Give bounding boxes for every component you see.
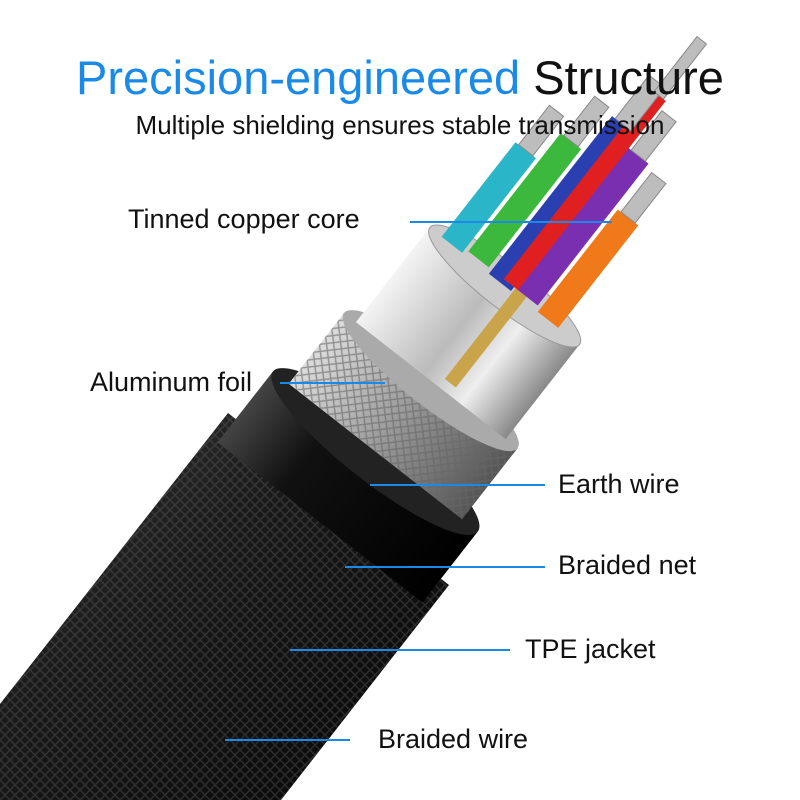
aluminum-foil bbox=[355, 227, 580, 440]
page-title: Precision-engineered Structure bbox=[0, 50, 800, 105]
label-earth-wire: Earth wire bbox=[558, 469, 680, 499]
colored-wires bbox=[441, 89, 666, 328]
label-braided-net: Braided net bbox=[558, 550, 697, 580]
tinned-copper-strands bbox=[517, 35, 708, 224]
leader-lines bbox=[225, 221, 612, 741]
subtitle: Multiple shielding ensures stable transm… bbox=[135, 110, 665, 140]
tpe-jacket bbox=[217, 371, 478, 603]
label-tpe-jacket: TPE jacket bbox=[525, 634, 656, 664]
earth-wire bbox=[444, 288, 527, 388]
title-accent: Precision-engineered bbox=[76, 51, 521, 104]
label-aluminum-foil: Aluminum foil bbox=[90, 367, 253, 397]
title-rest: Structure bbox=[533, 51, 724, 104]
label-tinned-copper-core: Tinned copper core bbox=[128, 204, 360, 234]
label-braided-wire: Braided wire bbox=[378, 724, 529, 754]
